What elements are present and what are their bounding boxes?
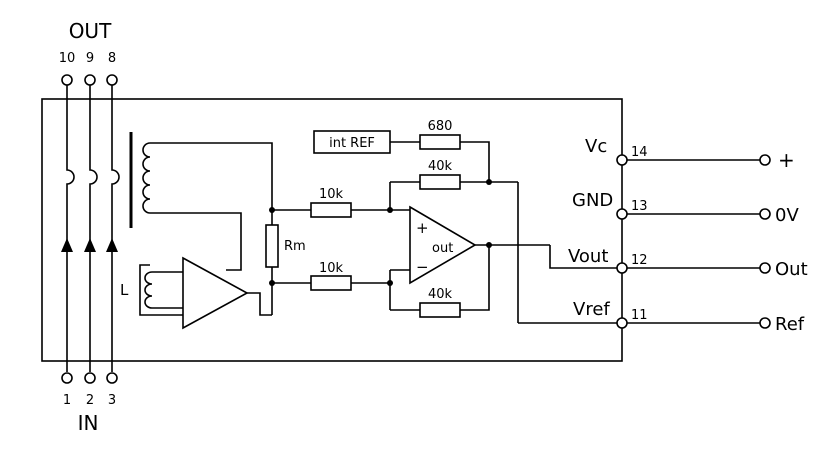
r-10k-bottom-label: 10k bbox=[319, 261, 344, 276]
pin-1-label: 1 bbox=[63, 393, 71, 408]
r-40k-top bbox=[419, 174, 461, 190]
op-amp-plus: + bbox=[416, 219, 429, 237]
primary-conductors bbox=[61, 85, 120, 372]
pin-9-terminal[interactable] bbox=[84, 74, 96, 86]
pin-8-terminal[interactable] bbox=[106, 74, 118, 86]
vout-label: Vout bbox=[568, 246, 608, 267]
ext-0v-label: 0V bbox=[775, 205, 799, 226]
op-amp-out: out bbox=[432, 241, 453, 256]
l-label: L bbox=[120, 281, 129, 299]
pin-12-terminal[interactable] bbox=[616, 262, 628, 274]
r-680 bbox=[419, 134, 461, 150]
module-body bbox=[41, 98, 623, 362]
ext-plus-terminal[interactable] bbox=[759, 154, 771, 166]
pin-14-label: 14 bbox=[631, 145, 648, 160]
r-10k-top bbox=[310, 202, 352, 218]
r-40k-top-label: 40k bbox=[428, 159, 453, 174]
ext-0v-terminal[interactable] bbox=[759, 208, 771, 220]
ext-ref-terminal[interactable] bbox=[759, 317, 771, 329]
rm-resistor bbox=[265, 224, 279, 268]
pin-13-label: 13 bbox=[631, 199, 648, 214]
pin-12-label: 12 bbox=[631, 253, 648, 268]
secondary-coil bbox=[142, 142, 151, 214]
r-10k-top-label: 10k bbox=[319, 187, 344, 202]
ext-ref-label: Ref bbox=[775, 314, 805, 335]
ext-out-label: Out bbox=[775, 259, 808, 280]
ext-out-terminal[interactable] bbox=[759, 262, 771, 274]
out-header: OUT bbox=[69, 19, 112, 43]
pin-3-label: 3 bbox=[108, 393, 116, 408]
in-header: IN bbox=[78, 411, 99, 435]
op-amp bbox=[409, 205, 477, 285]
pin-1-terminal[interactable] bbox=[61, 372, 73, 384]
gnd-label: GND bbox=[572, 190, 613, 211]
pin-2-label: 2 bbox=[86, 393, 94, 408]
pin-2-terminal[interactable] bbox=[84, 372, 96, 384]
pin-8-label: 8 bbox=[108, 51, 116, 66]
op-amp-minus: − bbox=[416, 258, 429, 276]
r-10k-bottom bbox=[310, 275, 352, 291]
pin-9-label: 9 bbox=[86, 51, 94, 66]
r-40k-bottom bbox=[419, 302, 461, 318]
ext-plus-label: + bbox=[778, 148, 795, 172]
pin-10-terminal[interactable] bbox=[61, 74, 73, 86]
pin-13-terminal[interactable] bbox=[616, 208, 628, 220]
r-680-label: 680 bbox=[428, 119, 453, 134]
pin-14-terminal[interactable] bbox=[616, 154, 628, 166]
int-ref-label: int REF bbox=[329, 136, 375, 151]
r-40k-bottom-label: 40k bbox=[428, 287, 453, 302]
pin-11-terminal[interactable] bbox=[616, 317, 628, 329]
pin-11-label: 11 bbox=[631, 308, 648, 323]
rm-label: Rm bbox=[284, 239, 306, 254]
vc-label: Vc bbox=[585, 136, 607, 157]
pin-3-terminal[interactable] bbox=[106, 372, 118, 384]
sensor-amplifier bbox=[182, 256, 249, 330]
pin-10-label: 10 bbox=[59, 51, 76, 66]
vref-label: Vref bbox=[573, 299, 610, 320]
sensor-coil bbox=[144, 271, 183, 309]
